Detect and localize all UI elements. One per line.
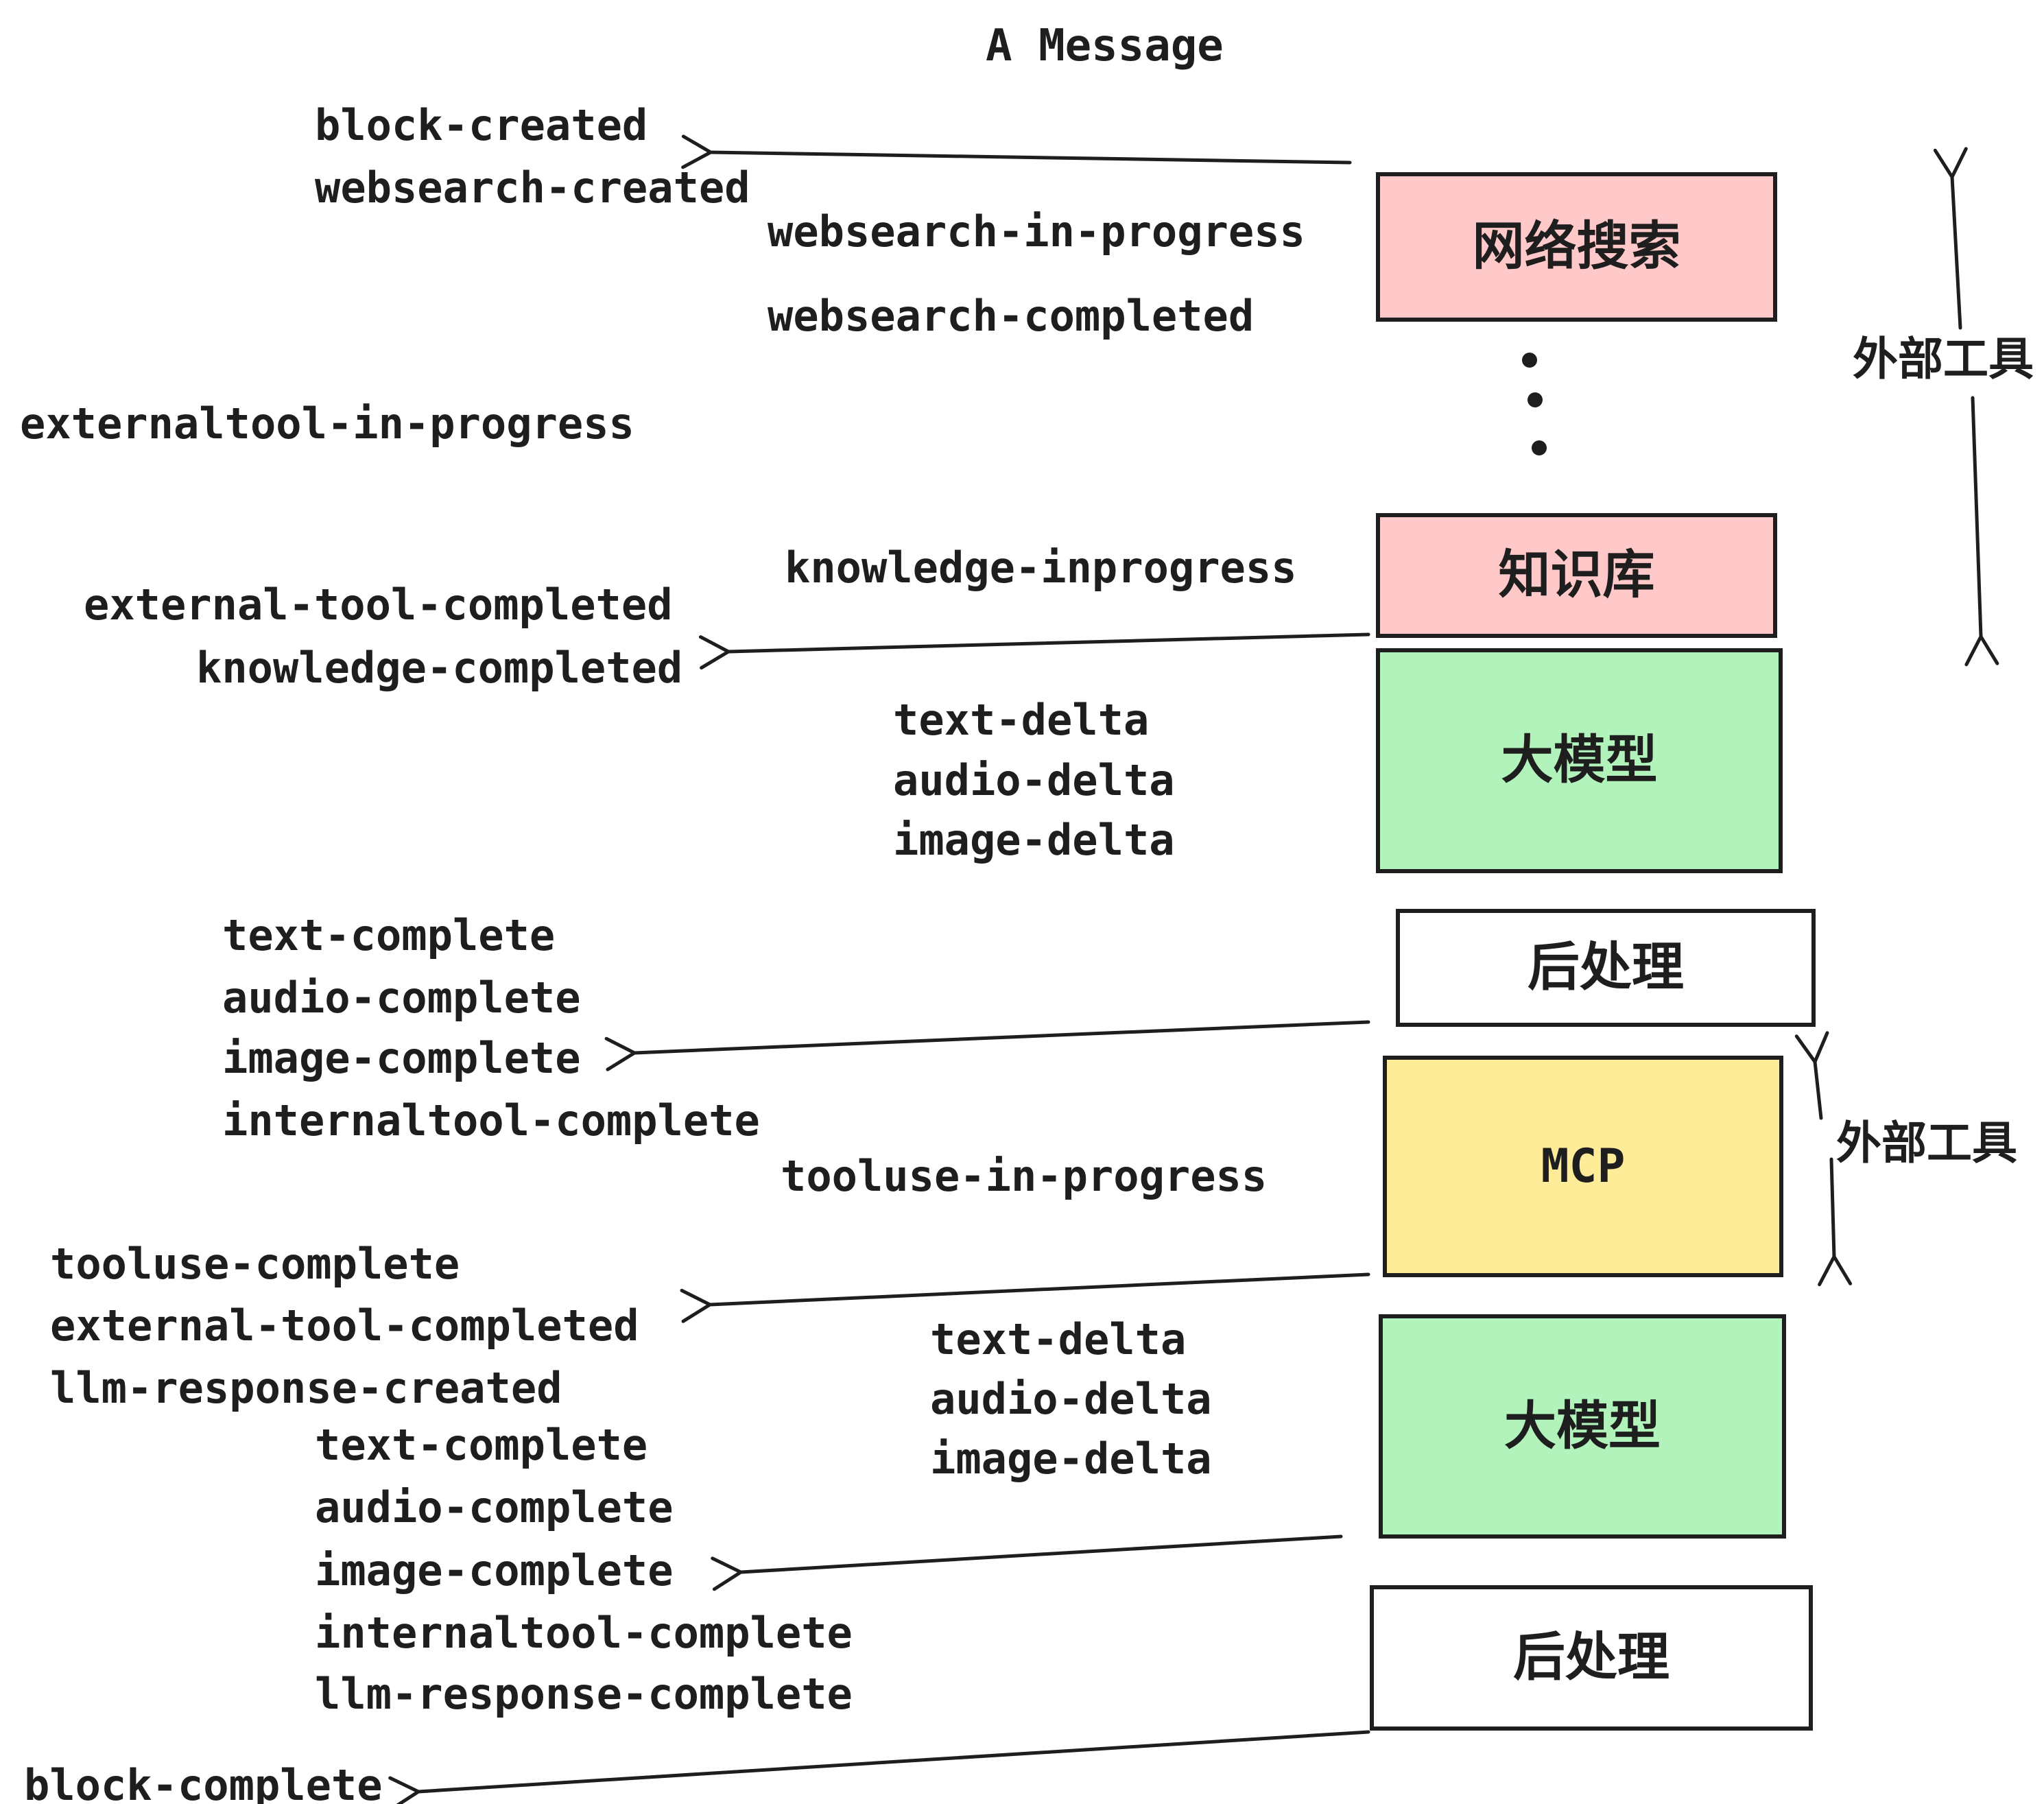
ellipsis-dot-2 (1528, 392, 1543, 407)
box-label-postprocess-1: 后处理 (1528, 938, 1684, 997)
event-label-block-created: block-created (315, 100, 648, 150)
event-label-websearch-created: websearch-created (315, 163, 750, 213)
side-label-external-tools-1: 外部工具 (1853, 333, 2034, 384)
event-label-websearch-in-progress: websearch-in-progress (768, 206, 1305, 257)
event-label-text-complete-2: text-complete (315, 1420, 648, 1470)
box-mcp: MCP (1383, 1056, 1783, 1277)
event-label-internaltool-complete-2: internaltool-complete (315, 1608, 853, 1658)
event-label-internaltool-complete-1: internaltool-complete (222, 1095, 760, 1146)
box-knowledge: 知识库 (1376, 513, 1777, 638)
event-label-audio-delta-1: audio-delta (893, 755, 1175, 805)
box-label-knowledge: 知识库 (1498, 546, 1655, 604)
event-label-knowledge-completed: knowledge-completed (196, 643, 683, 693)
event-label-tooluse-in-progress: tooluse-in-progress (781, 1151, 1268, 1201)
box-label-llm-1: 大模型 (1501, 731, 1658, 790)
ellipsis-dot-1 (1522, 353, 1537, 368)
event-label-text-complete-1: text-complete (222, 910, 556, 960)
event-label-audio-complete-2: audio-complete (315, 1482, 674, 1532)
event-label-llm-response-complete: llm-response-complete (315, 1669, 853, 1719)
arrow-external-tools-1-down (1964, 396, 1999, 667)
event-label-image-delta-1: image-delta (893, 815, 1175, 865)
side-label-external-tools-2: 外部工具 (1836, 1117, 2017, 1168)
arrow-group (388, 134, 1999, 1804)
event-label-websearch-completed: websearch-completed (768, 291, 1255, 341)
arrow-to-tooluse-complete (680, 1272, 1370, 1323)
arrow-to-block-complete (388, 1730, 1370, 1804)
event-label-external-tool-completed-1: external-tool-completed (84, 580, 673, 630)
box-websearch: 网络搜索 (1376, 172, 1777, 322)
ellipsis-dot-3 (1532, 440, 1547, 455)
box-label-mcp: MCP (1541, 1139, 1626, 1194)
arrow-external-tools-1-up (1933, 147, 1968, 330)
arrow-to-image-complete (604, 1020, 1370, 1071)
event-label-text-delta-1: text-delta (893, 695, 1150, 745)
box-label-llm-2: 大模型 (1504, 1397, 1661, 1456)
event-label-audio-complete-1: audio-complete (222, 973, 581, 1023)
box-postprocess-2: 后处理 (1370, 1585, 1813, 1731)
box-label-postprocess-2: 后处理 (1513, 1628, 1669, 1687)
diagram-title: A Message (986, 21, 1224, 71)
event-label-image-delta-2: image-delta (930, 1434, 1212, 1484)
event-label-externaltool-in-progress: externaltool-in-progress (20, 399, 634, 449)
event-label-block-complete: block-complete (24, 1760, 383, 1804)
arrow-to-block-websearch-created (681, 134, 1352, 169)
event-label-text-delta-2: text-delta (930, 1314, 1187, 1364)
event-label-external-tool-completed-2: external-tool-completed (50, 1301, 639, 1351)
event-label-image-complete-1: image-complete (222, 1033, 581, 1083)
box-postprocess-1: 后处理 (1396, 909, 1816, 1027)
arrow-external-tools-2-up (1794, 1031, 1829, 1120)
event-label-tooluse-complete: tooluse-complete (50, 1239, 460, 1289)
box-llm-1: 大模型 (1376, 648, 1783, 873)
arrow-external-tools-2-down (1818, 1157, 1853, 1287)
event-label-knowledge-inprogress: knowledge-inprogress (785, 543, 1297, 593)
arrow-to-audio-complete (711, 1534, 1343, 1591)
box-label-websearch: 网络搜索 (1472, 217, 1681, 276)
event-label-image-complete-2: image-complete (315, 1545, 674, 1595)
event-label-audio-delta-2: audio-delta (930, 1374, 1212, 1424)
event-label-llm-response-created: llm-response-created (50, 1363, 562, 1413)
arrow-to-knowledge-completed (698, 632, 1370, 670)
box-llm-2: 大模型 (1379, 1314, 1786, 1539)
